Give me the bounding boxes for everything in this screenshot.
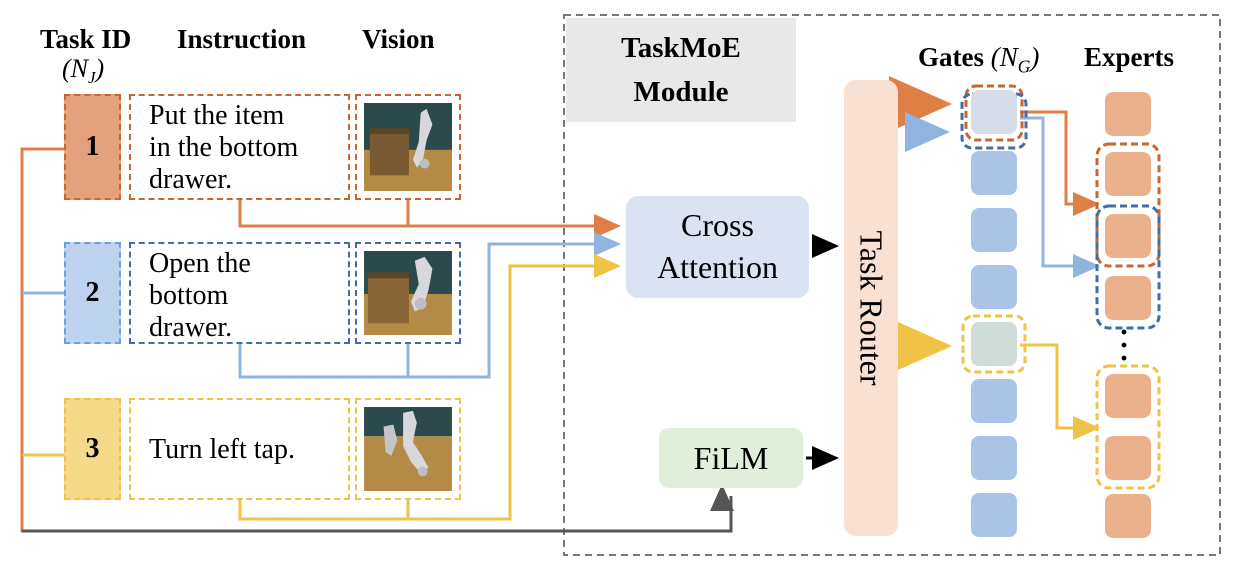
expert-group-orange [1095, 142, 1161, 268]
gate-cell [971, 90, 1017, 134]
header-gates-label: Gates [918, 42, 984, 72]
gate-cell [971, 322, 1017, 366]
gate-cell [971, 379, 1017, 423]
task-3-vision [355, 398, 461, 500]
task-id-3: 3 [64, 398, 121, 500]
gate-cell [971, 208, 1017, 252]
gate-cell [971, 436, 1017, 480]
header-task-id: Task ID [40, 24, 132, 54]
gate-cell [971, 265, 1017, 309]
task1-instr-wire [238, 200, 621, 238]
gate-cell [971, 151, 1017, 195]
expert-cell [1105, 214, 1151, 258]
task-router-block: Task Router [844, 80, 898, 536]
task-id-to-film [22, 484, 734, 533]
header-vision: Vision [362, 24, 435, 54]
task-2-instruction: Open the bottom drawer. [129, 242, 350, 344]
task-2-vision [355, 242, 461, 344]
task-router-label: Task Router [853, 230, 890, 386]
task-id-1: 1 [64, 94, 121, 200]
expert-cell [1105, 374, 1151, 418]
task3-instr-wire [238, 254, 621, 521]
header-instruction: Instruction [177, 24, 307, 54]
film-block: FiLM [659, 428, 803, 488]
task-3-instruction: Turn left tap. [129, 398, 350, 500]
robot-drawer-open-image-icon [364, 251, 452, 335]
robot-tap-image-icon [364, 407, 452, 491]
gate-cell [971, 493, 1017, 537]
robot-drawer-image-icon [364, 103, 452, 191]
expert-group-yellow [1095, 364, 1161, 490]
task-1-vision [355, 94, 461, 200]
header-gates-symbol: (NG) [990, 42, 1040, 77]
expert-group-blue [1095, 204, 1161, 330]
expert-cell [1105, 152, 1151, 196]
gate-route-orange [1020, 110, 1100, 216]
ellipsis-dots: ··· [1119, 316, 1130, 375]
task-id-2: 2 [64, 242, 121, 344]
task-1-instruction: Put the item in the bottom drawer. [129, 94, 350, 200]
expert-cell [1105, 494, 1151, 538]
header-experts: Experts [1084, 42, 1174, 72]
gate-route-yellow [1020, 343, 1100, 440]
header-task-id-symbol: (NJ) [62, 54, 105, 88]
gate-route-blue [1020, 116, 1100, 278]
expert-cell [1105, 92, 1151, 136]
header-gates: Gates (NG) [918, 42, 1039, 77]
module-title: TaskMoE Module [566, 18, 796, 122]
module-boundary [563, 14, 1221, 556]
expert-cell [1105, 276, 1151, 320]
expert-cell [1105, 436, 1151, 480]
task2-instr-wire [238, 232, 621, 379]
gate-highlight-orange [964, 84, 1024, 142]
cross-attention-block: Cross Attention [626, 196, 809, 298]
